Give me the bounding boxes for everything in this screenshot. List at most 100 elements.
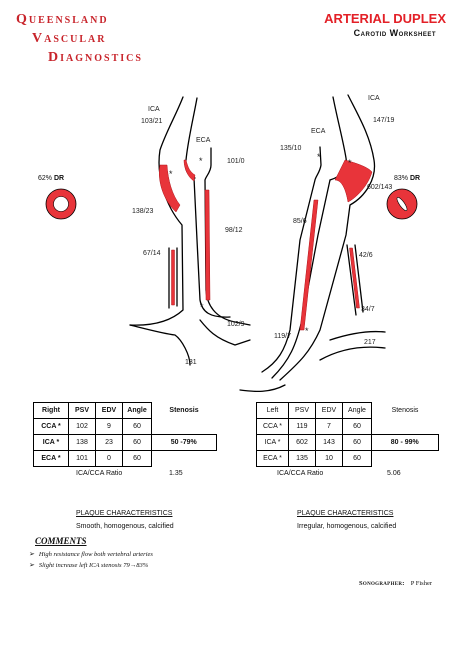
table-header-row: Right PSV EDV Angle Stenosis bbox=[33, 402, 217, 419]
right-measurement-table: Right PSV EDV Angle Stenosis CCA * 102 9… bbox=[33, 402, 217, 467]
angle-cell: 60 bbox=[122, 450, 152, 467]
left-cca-mid-velocity: 85/6 bbox=[293, 218, 307, 225]
left-vertebral-velocity: 42/6 bbox=[359, 252, 373, 259]
right-cca-mid-velocity: 98/12 bbox=[225, 227, 243, 234]
clinic-logo: Queensland Vascular Diagnostics bbox=[10, 10, 180, 67]
stenosis-value: 50 -79% bbox=[151, 434, 217, 451]
bullet-arrow-icon: ➢ bbox=[29, 550, 35, 558]
left-ica-marker: * bbox=[348, 158, 352, 168]
column-header: PSV bbox=[288, 402, 316, 419]
left-bulb-velocity: 602/143 bbox=[367, 184, 393, 191]
left-ica-label: ICA bbox=[368, 95, 380, 102]
right-subclavian-velocity: 131 bbox=[185, 359, 197, 366]
stenosis-header: Stenosis bbox=[169, 407, 199, 414]
table-row: ECA * 135 10 60 bbox=[256, 450, 439, 467]
column-header: Angle bbox=[122, 402, 152, 419]
vessel-cell: ICA * bbox=[33, 434, 69, 451]
document-subtitle: Carotid Worksheet bbox=[353, 28, 436, 38]
vessel-cell: CCA * bbox=[33, 418, 69, 435]
stenosis-header: Stenosis bbox=[391, 407, 419, 414]
right-dr-indicator bbox=[45, 188, 77, 220]
right-ratio-value: 1.35 bbox=[169, 470, 183, 477]
left-cca-marker: * bbox=[305, 326, 309, 336]
left-carotid-vessels bbox=[261, 94, 386, 381]
table-row: ECA * 101 0 60 bbox=[33, 450, 217, 467]
right-ratio-label: ICA/CCA Ratio bbox=[76, 470, 123, 477]
bullet-arrow-icon: ➢ bbox=[29, 561, 35, 569]
vessel-cell: ECA * bbox=[33, 450, 69, 467]
left-subclavian-velocity: 217 bbox=[364, 339, 376, 346]
right-vertebral-flow bbox=[171, 249, 175, 306]
column-header: EDV bbox=[95, 402, 123, 419]
right-ica-velocity: 103/21 bbox=[141, 118, 163, 125]
psv-cell: 602 bbox=[288, 434, 316, 451]
left-eca-label: ECA bbox=[311, 128, 326, 135]
comment-item: ➢Slight increase left ICA stenosis 79→83… bbox=[29, 561, 149, 569]
aortic-arch bbox=[239, 384, 286, 393]
edv-cell: 10 bbox=[315, 450, 343, 467]
stenosis-value: 80 - 99% bbox=[371, 434, 439, 451]
left-cca-plaque bbox=[299, 199, 319, 331]
right-eca-velocity: 101/0 bbox=[227, 158, 245, 165]
column-header: EDV bbox=[315, 402, 343, 419]
table-row: ICA * 602 143 60 80 - 99% bbox=[256, 434, 439, 451]
left-ratio-value: 5.06 bbox=[387, 470, 401, 477]
right-ica-marker: * bbox=[169, 169, 173, 179]
table-header-row: Left PSV EDV Angle Stenosis bbox=[256, 402, 439, 419]
logo-line-1: Queensland bbox=[16, 12, 109, 27]
left-vertebral-flow bbox=[349, 247, 360, 309]
right-cca-marker: * bbox=[200, 302, 204, 312]
column-header: PSV bbox=[68, 402, 96, 419]
angle-cell: 60 bbox=[122, 434, 152, 451]
angle-cell: 60 bbox=[342, 450, 372, 467]
right-plaque-heading: PLAQUE CHARACTERISTICS bbox=[76, 510, 173, 517]
left-dr-label: 83% DR bbox=[394, 175, 421, 182]
left-ica-plaque bbox=[334, 159, 373, 203]
left-vertebral2-velocity: 34/7 bbox=[361, 306, 375, 313]
edv-cell: 23 bbox=[95, 434, 123, 451]
psv-cell: 101 bbox=[68, 450, 96, 467]
edv-cell: 7 bbox=[315, 418, 343, 435]
column-header: Left bbox=[256, 402, 289, 419]
edv-cell: 0 bbox=[95, 450, 123, 467]
sonographer: Sonographer: P Fisher bbox=[359, 580, 432, 587]
left-cca-low-velocity: 119/7 bbox=[274, 333, 291, 340]
right-cca-low-velocity: 102/9 bbox=[227, 321, 245, 328]
left-plaque-text: Irregular, homogenous, calcified bbox=[297, 523, 397, 530]
edv-cell: 9 bbox=[95, 418, 123, 435]
right-plaque-text: Smooth, homogenous, calcified bbox=[76, 523, 174, 530]
edv-cell: 143 bbox=[315, 434, 343, 451]
right-eca-plaque bbox=[183, 159, 196, 182]
right-bulb-velocity: 138/23 bbox=[132, 208, 154, 215]
right-cca-plaque bbox=[204, 189, 211, 301]
left-eca-velocity: 135/10 bbox=[280, 145, 302, 152]
vessel-cell: ECA * bbox=[256, 450, 289, 467]
table-row: CCA * 119 7 60 bbox=[256, 418, 439, 435]
carotid-diagram bbox=[45, 94, 418, 393]
vessel-cell: CCA * bbox=[256, 418, 289, 435]
right-ica-label: ICA bbox=[148, 106, 160, 113]
left-dr-indicator bbox=[386, 188, 418, 220]
left-ica-velocity: 147/19 bbox=[373, 117, 395, 124]
left-measurement-table: Left PSV EDV Angle Stenosis CCA * 119 7 … bbox=[256, 402, 439, 467]
right-eca-marker: * bbox=[199, 156, 203, 166]
psv-cell: 102 bbox=[68, 418, 96, 435]
column-header: Right bbox=[33, 402, 69, 419]
column-header: Angle bbox=[342, 402, 372, 419]
psv-cell: 138 bbox=[68, 434, 96, 451]
left-eca-marker: * bbox=[317, 152, 321, 162]
comments-heading: COMMENTS bbox=[35, 536, 87, 546]
logo-line-2: Vascular bbox=[32, 31, 107, 46]
left-ratio-label: ICA/CCA Ratio bbox=[277, 470, 324, 477]
psv-cell: 135 bbox=[288, 450, 316, 467]
table-row: CCA * 102 9 60 bbox=[33, 418, 217, 435]
angle-cell: 60 bbox=[342, 434, 372, 451]
sonographer-label: Sonographer: bbox=[358, 580, 405, 587]
right-eca-label: ECA bbox=[196, 137, 211, 144]
table-row: ICA * 138 23 60 50 -79% bbox=[33, 434, 217, 451]
right-dr-label: 62% DR bbox=[38, 175, 65, 182]
left-plaque-heading: PLAQUE CHARACTERISTICS bbox=[297, 510, 394, 517]
vessel-cell: ICA * bbox=[256, 434, 289, 451]
right-vertebral-velocity: 67/14 bbox=[143, 250, 161, 257]
sonographer-name: P Fisher bbox=[410, 580, 432, 587]
